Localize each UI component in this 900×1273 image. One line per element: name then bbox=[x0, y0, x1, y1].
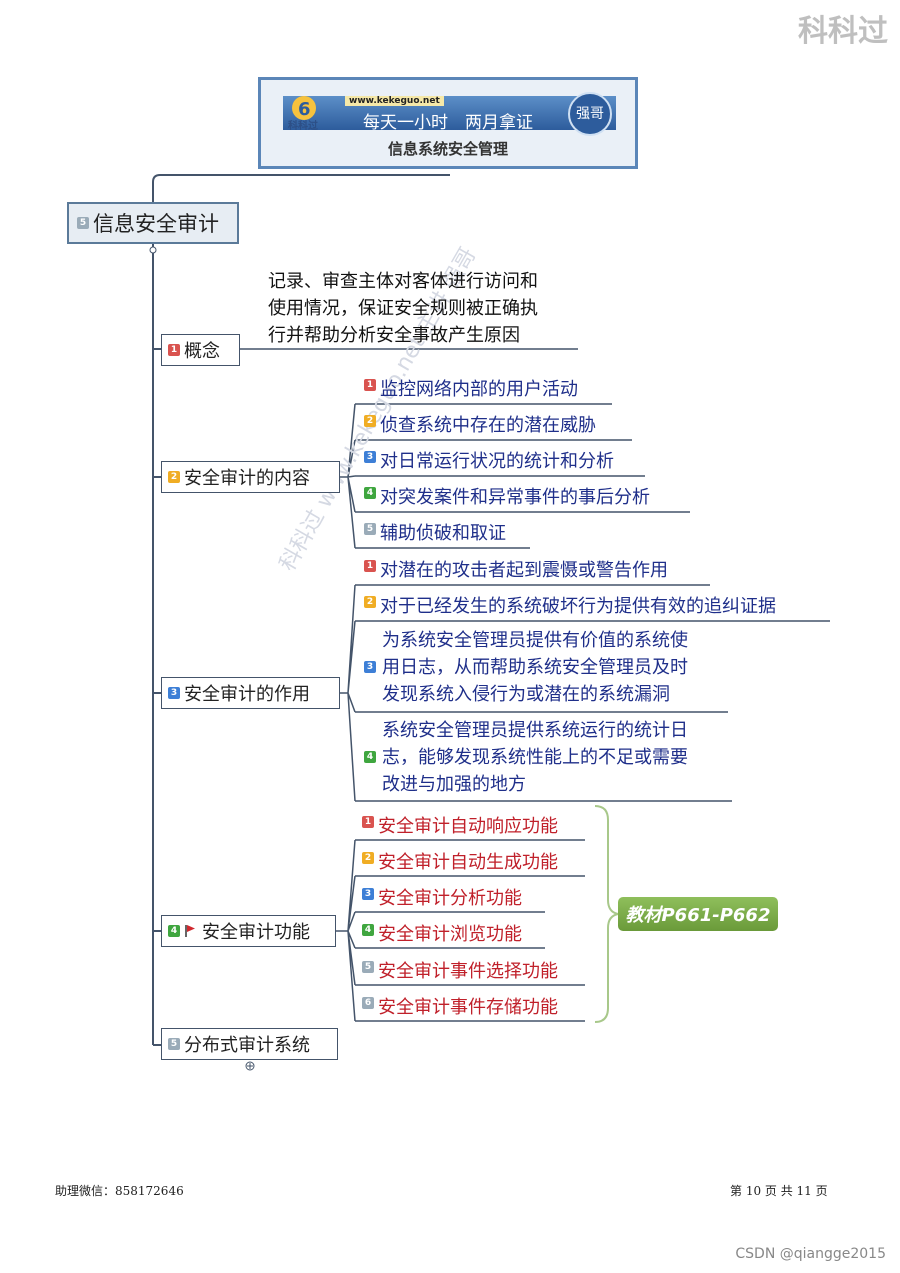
number-badge: 5 bbox=[364, 523, 376, 535]
logo-text: 科科过 bbox=[288, 121, 318, 132]
item-text: 对突发案件和异常事件的事后分析 bbox=[380, 487, 650, 508]
role-item: 2 对于已经发生的系统破坏行为提供有效的追纠证据 bbox=[364, 592, 776, 618]
function-item: 4 安全审计浏览功能 bbox=[362, 920, 522, 946]
number-badge: 2 bbox=[168, 471, 180, 483]
item-line: 为系统安全管理员提供有价值的系统使 bbox=[382, 630, 688, 651]
watermark-logo-text: 科科过 bbox=[798, 14, 888, 49]
banner-slogan: 每天一小时 两月拿证 bbox=[363, 113, 533, 133]
branch-content[interactable]: 2 安全审计的内容 bbox=[161, 461, 340, 493]
number-badge: 3 bbox=[364, 661, 376, 673]
number-badge: 1 bbox=[364, 379, 376, 391]
number-badge: 3 bbox=[364, 451, 376, 463]
role-item-multiline: 为系统安全管理员提供有价值的系统使 用日志，从而帮助系统安全管理员及时 发现系统… bbox=[382, 627, 688, 708]
number-badge: 5 bbox=[77, 217, 89, 229]
item-text: 对潜在的攻击者起到震慑或警告作用 bbox=[380, 560, 668, 581]
content-item: 1 监控网络内部的用户活动 bbox=[364, 375, 578, 401]
branch-label: 安全审计的作用 bbox=[184, 684, 310, 705]
avatar-badge: 强哥 bbox=[568, 92, 612, 136]
title-banner: 6 科科过 www.kekeguo.net 每天一小时 两月拿证 强哥 信息系统… bbox=[258, 77, 638, 169]
item-line: 用日志，从而帮助系统安全管理员及时 bbox=[382, 657, 688, 678]
item-line: 改进与加强的地方 bbox=[382, 774, 526, 795]
logo-mark: 6 bbox=[298, 99, 311, 120]
footer-page-number: 第 10 页 共 11 页 bbox=[730, 1184, 828, 1198]
textbook-reference-label: 教材P661-P662 bbox=[618, 897, 778, 931]
csdn-watermark: CSDN @qiangge2015 bbox=[735, 1246, 886, 1262]
function-item: 3 安全审计分析功能 bbox=[362, 884, 522, 910]
item-text: 安全审计分析功能 bbox=[378, 888, 522, 909]
role-item-multiline: 系统安全管理员提供系统运行的统计日 志，能够发现系统性能上的不足或需要 改进与加… bbox=[382, 717, 688, 798]
banner-strip: 6 科科过 www.kekeguo.net 每天一小时 两月拿证 强哥 bbox=[283, 92, 616, 136]
root-label: 信息安全审计 bbox=[93, 212, 219, 236]
branch-label: 概念 bbox=[184, 341, 220, 362]
number-badge: 3 bbox=[168, 687, 180, 699]
role-item: 1 对潜在的攻击者起到震慑或警告作用 bbox=[364, 556, 668, 582]
item-text: 侦查系统中存在的潜在威胁 bbox=[380, 415, 596, 436]
branch-label: 分布式审计系统 bbox=[184, 1035, 310, 1056]
banner-subtitle: 信息系统安全管理 bbox=[387, 140, 508, 158]
number-badge: 5 bbox=[362, 961, 374, 973]
item-text: 安全审计自动生成功能 bbox=[378, 852, 558, 873]
item-text: 辅助侦破和取证 bbox=[380, 523, 506, 544]
branch-label: 安全审计功能 bbox=[202, 922, 310, 943]
content-item: 5 辅助侦破和取证 bbox=[364, 519, 506, 545]
number-badge: 1 bbox=[364, 560, 376, 572]
content-item: 4 对突发案件和异常事件的事后分析 bbox=[364, 483, 650, 509]
branch-distributed[interactable]: 5 分布式审计系统 bbox=[161, 1028, 338, 1060]
branch-concept[interactable]: 1 概念 bbox=[161, 334, 240, 366]
banner-url: www.kekeguo.net bbox=[345, 96, 444, 106]
branch-function[interactable]: 4 安全审计功能 bbox=[161, 915, 336, 947]
concept-line: 行并帮助分析安全事故产生原因 bbox=[268, 325, 520, 346]
kekeguo-logo: 6 科科过 bbox=[286, 94, 326, 132]
function-item: 1 安全审计自动响应功能 bbox=[362, 812, 558, 838]
number-badge: 3 bbox=[362, 888, 374, 900]
concept-description: 记录、审查主体对客体进行访问和 使用情况，保证安全规则被正确执 行并帮助分析安全… bbox=[268, 268, 538, 349]
red-flag-icon bbox=[185, 925, 195, 937]
number-badge: 2 bbox=[364, 596, 376, 608]
item-text: 对日常运行状况的统计和分析 bbox=[380, 451, 614, 472]
concept-line: 使用情况，保证安全规则被正确执 bbox=[268, 298, 538, 319]
function-item: 6 安全审计事件存储功能 bbox=[362, 993, 558, 1019]
number-badge: 1 bbox=[362, 816, 374, 828]
content-item: 3 对日常运行状况的统计和分析 bbox=[364, 447, 614, 473]
item-text: 安全审计浏览功能 bbox=[378, 924, 522, 945]
item-text: 监控网络内部的用户活动 bbox=[380, 379, 578, 400]
item-line: 志，能够发现系统性能上的不足或需要 bbox=[382, 747, 688, 768]
function-item: 2 安全审计自动生成功能 bbox=[362, 848, 558, 874]
number-badge: 5 bbox=[168, 1038, 180, 1050]
number-badge: 2 bbox=[362, 852, 374, 864]
reference-brace bbox=[594, 805, 619, 1023]
item-text: 对于已经发生的系统破坏行为提供有效的追纠证据 bbox=[380, 596, 776, 617]
number-badge: 4 bbox=[364, 487, 376, 499]
number-badge: 1 bbox=[168, 344, 180, 356]
number-badge: 6 bbox=[362, 997, 374, 1009]
branch-label: 安全审计的内容 bbox=[184, 468, 310, 489]
branch-role[interactable]: 3 安全审计的作用 bbox=[161, 677, 340, 709]
function-item: 5 安全审计事件选择功能 bbox=[362, 957, 558, 983]
content-item: 2 侦查系统中存在的潜在威胁 bbox=[364, 411, 596, 437]
item-text: 安全审计事件存储功能 bbox=[378, 997, 558, 1018]
number-badge: 4 bbox=[364, 751, 376, 763]
item-text: 安全审计事件选择功能 bbox=[378, 961, 558, 982]
number-badge: 4 bbox=[168, 925, 180, 937]
concept-line: 记录、审查主体对客体进行访问和 bbox=[268, 271, 538, 292]
number-badge: 2 bbox=[364, 415, 376, 427]
item-text: 安全审计自动响应功能 bbox=[378, 816, 558, 837]
item-line: 系统安全管理员提供系统运行的统计日 bbox=[382, 720, 688, 741]
footer-assistant-wechat: 助理微信：858172646 bbox=[55, 1184, 184, 1198]
item-line: 发现系统入侵行为或潜在的系统漏洞 bbox=[382, 684, 670, 705]
root-node[interactable]: 5 信息安全审计 bbox=[67, 202, 239, 244]
logo-swirl-icon: 6 bbox=[292, 96, 316, 120]
number-badge: 4 bbox=[362, 924, 374, 936]
